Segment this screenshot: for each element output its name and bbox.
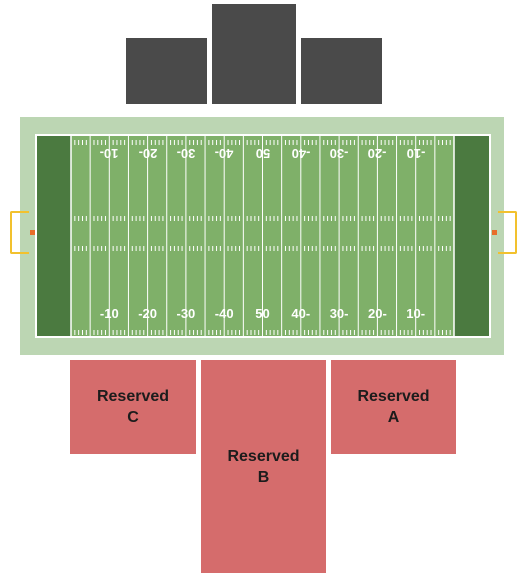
- yard-number-bottom-7: 30-: [329, 306, 349, 321]
- goal-post-right-marker-icon: [492, 230, 497, 235]
- section-reserved-b-label-line-2: B: [257, 468, 270, 486]
- goal-post-left-icon: [10, 211, 29, 254]
- yard-number-bottom-1: -10: [99, 306, 119, 321]
- section-upper-center[interactable]: [212, 4, 296, 104]
- yard-number-top-2: 20-: [138, 146, 157, 161]
- yard-number-bottom-3: -30: [176, 306, 196, 321]
- yard-number-bottom-9: 10-: [406, 306, 426, 321]
- goal-post-right-icon: [498, 211, 517, 254]
- section-reserved-b[interactable]: Reserved B: [201, 360, 326, 573]
- yard-number-top-6: -40: [291, 146, 311, 161]
- section-reserved-c[interactable]: Reserved C: [70, 360, 196, 454]
- section-reserved-a[interactable]: Reserved A: [331, 360, 456, 454]
- endzone-right: [454, 136, 489, 336]
- yard-number-top-1: 10-: [99, 146, 119, 161]
- yard-number-bottom-8: 20-: [367, 306, 387, 321]
- yard-number-top-3: 30-: [176, 146, 196, 161]
- section-upper-left[interactable]: [126, 38, 207, 104]
- endzone-left: [37, 136, 71, 336]
- goal-post-left-marker-icon: [30, 230, 35, 235]
- yard-number-top-5: 50: [255, 146, 270, 161]
- yard-number-bottom-4: -40: [214, 306, 234, 321]
- yard-number-bottom-2: -20: [138, 306, 157, 321]
- yard-number-bottom-5: 50: [255, 306, 270, 321]
- section-reserved-a-label-line-2: A: [387, 409, 400, 426]
- section-reserved-c-label-line-2: C: [127, 409, 139, 426]
- yard-number-top-9: -10: [406, 146, 426, 161]
- section-reserved-a-label-line-1: Reserved: [357, 388, 430, 405]
- section-reserved-c-label-line-1: Reserved: [96, 388, 170, 405]
- yard-number-top-8: -20: [368, 146, 387, 161]
- yard-number-top-7: -30: [329, 146, 349, 161]
- section-upper-right[interactable]: [301, 38, 382, 104]
- yard-number-top-4: 40-: [214, 146, 234, 161]
- yard-number-bottom-6: 40-: [291, 306, 311, 321]
- section-reserved-b-label-line-1: Reserved: [227, 447, 300, 465]
